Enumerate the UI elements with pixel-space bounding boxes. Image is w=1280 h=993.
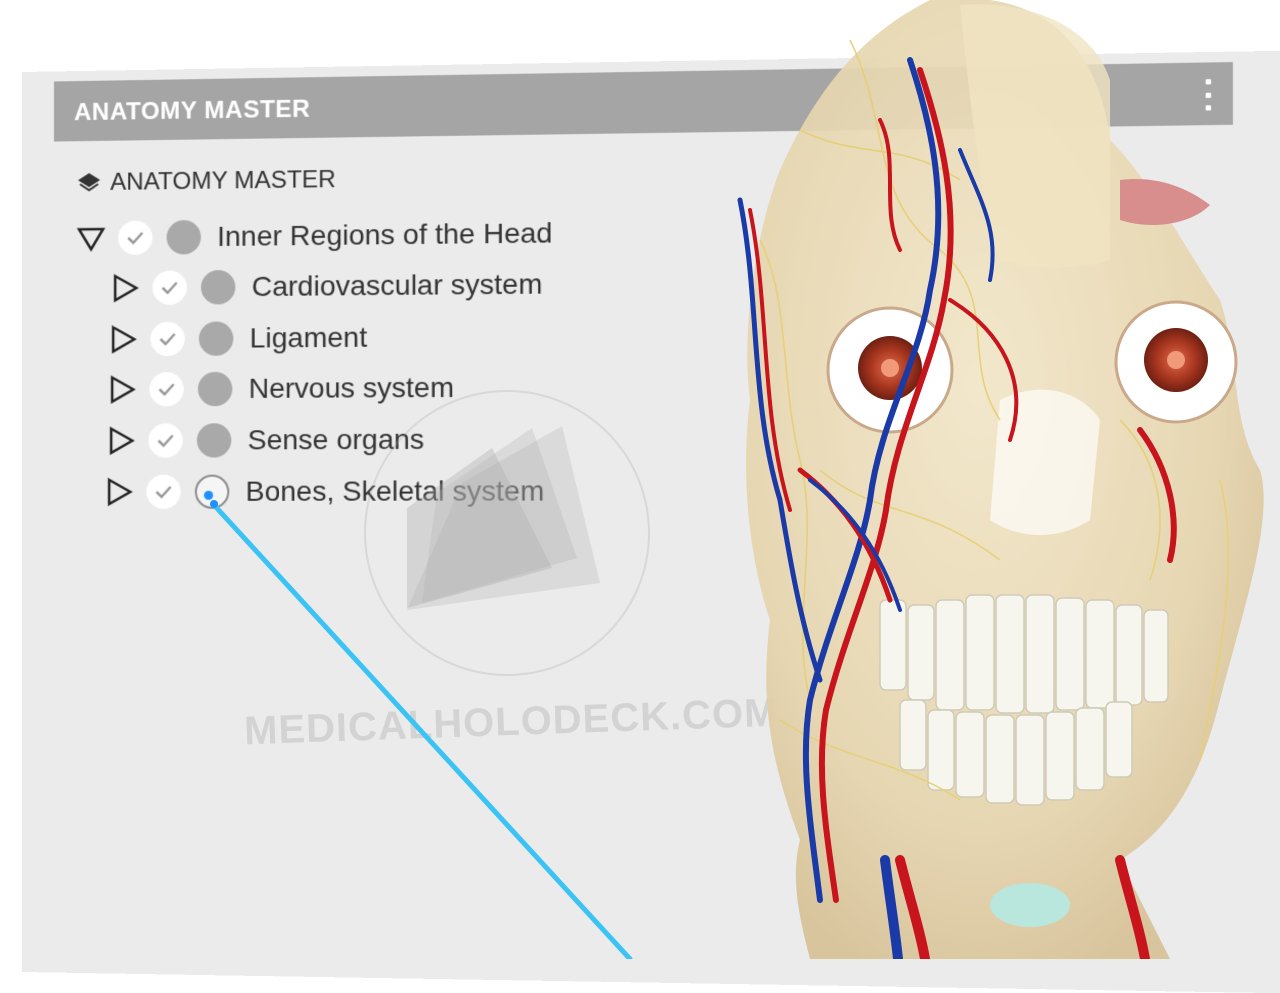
tree-root-label: ANATOMY MASTER xyxy=(110,165,336,196)
tree-group-label[interactable]: Inner Regions of the Head xyxy=(217,217,553,253)
visibility-check-icon[interactable] xyxy=(149,372,184,407)
select-radio[interactable] xyxy=(166,219,201,255)
tree-item-ligament[interactable]: Ligament xyxy=(108,320,368,357)
expand-triangle-icon[interactable] xyxy=(106,426,136,456)
collapse-triangle-icon[interactable] xyxy=(76,223,106,253)
expand-triangle-icon[interactable] xyxy=(110,273,140,303)
select-radio[interactable] xyxy=(196,423,232,458)
visibility-check-icon[interactable] xyxy=(152,270,187,305)
visibility-check-icon[interactable] xyxy=(150,321,185,357)
expand-triangle-icon[interactable] xyxy=(108,324,138,354)
tree-item-cardiovascular[interactable]: Cardiovascular system xyxy=(110,267,542,305)
tree-item-label[interactable]: Ligament xyxy=(249,321,368,354)
visibility-check-icon[interactable] xyxy=(118,220,153,256)
tree-root: ANATOMY MASTER xyxy=(76,166,336,197)
anatomy-master-panel: ANATOMY MASTER ANATOMY MASTER Inner Regi… xyxy=(22,50,1280,993)
tree-group-row[interactable]: Inner Regions of the Head xyxy=(76,216,553,256)
tree-item-label[interactable]: Cardiovascular system xyxy=(251,268,543,303)
visibility-check-icon[interactable] xyxy=(146,474,181,509)
select-radio-selected[interactable] xyxy=(194,474,230,509)
panel-title: ANATOMY MASTER xyxy=(74,95,311,127)
layers-icon xyxy=(77,172,100,191)
select-radio[interactable] xyxy=(200,270,236,305)
expand-triangle-icon[interactable] xyxy=(104,477,134,507)
watermark-logo-icon xyxy=(364,390,650,676)
anatomy-head-model[interactable] xyxy=(700,0,1280,959)
select-radio[interactable] xyxy=(198,321,234,356)
visibility-check-icon[interactable] xyxy=(148,423,183,458)
expand-triangle-icon[interactable] xyxy=(107,374,137,404)
select-radio[interactable] xyxy=(197,371,233,407)
